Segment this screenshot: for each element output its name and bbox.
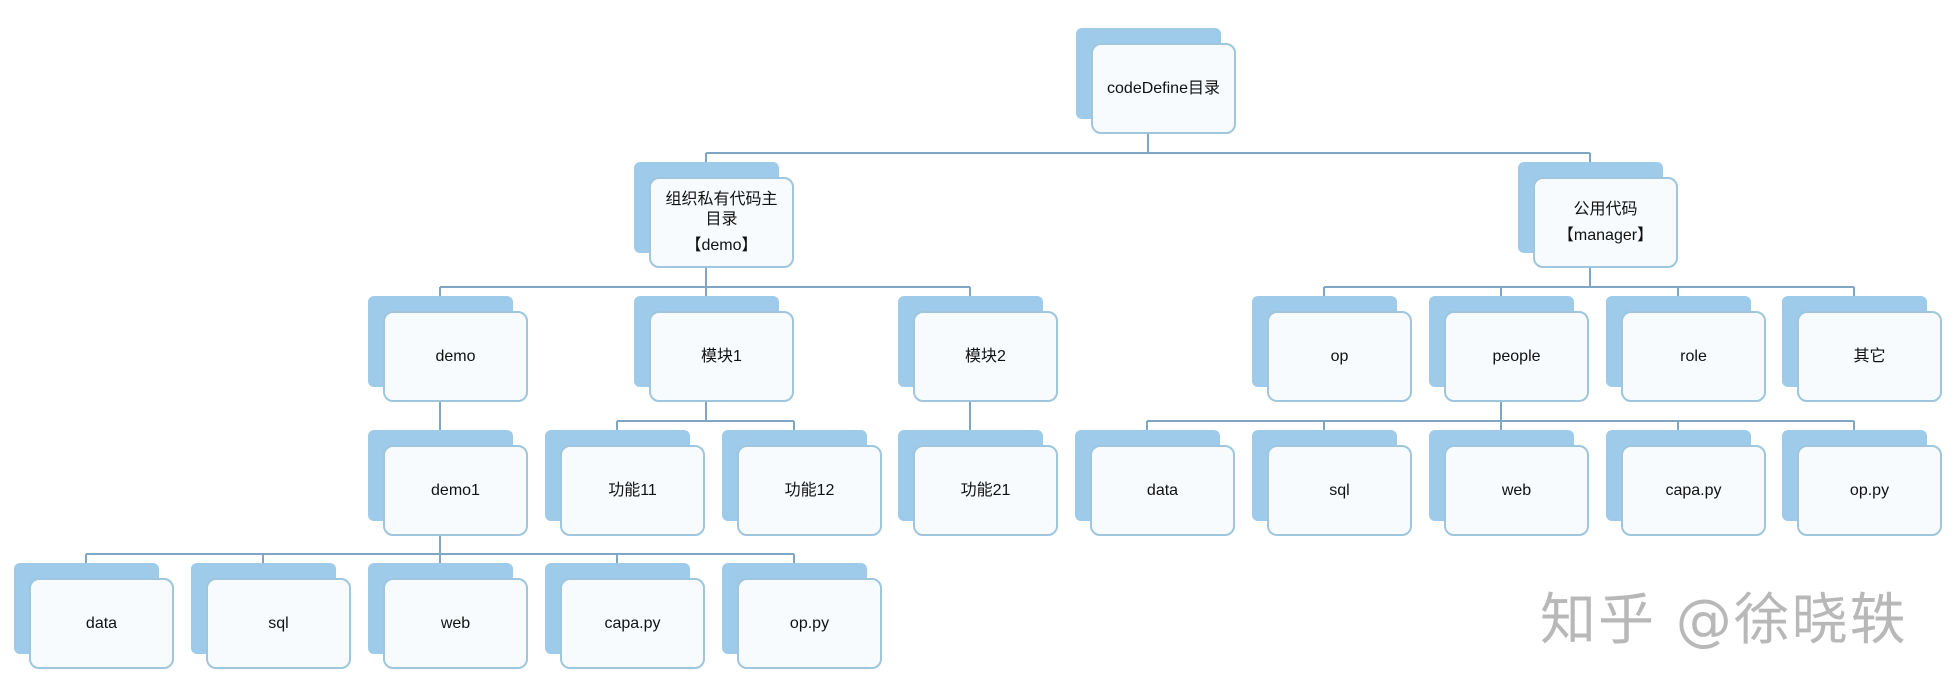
node-demo1-op: op.py (722, 563, 882, 669)
node-people: people (1429, 296, 1589, 402)
node-label: demo (435, 347, 476, 365)
node-people-web: web (1429, 430, 1589, 536)
node-feature21: 功能21 (898, 430, 1058, 536)
node-module2: 模块2 (898, 296, 1058, 402)
node-demo1-web: web (368, 563, 528, 669)
node-box: web (383, 578, 528, 669)
node-label: web (1501, 481, 1532, 499)
node-box: data (1090, 445, 1235, 536)
node-label: op.py (789, 614, 830, 632)
node-label: capa.py (604, 614, 661, 632)
node-label: op.py (1849, 481, 1890, 499)
node-demo1-capa: capa.py (545, 563, 705, 669)
node-people-sql: sql (1252, 430, 1412, 536)
node-op: op (1252, 296, 1412, 402)
node-box: 组织私有代码主 目录 【demo】 (649, 177, 794, 268)
node-label: 其它 (1853, 347, 1886, 365)
node-box: data (29, 578, 174, 669)
node-label: 组织私有代码主 (665, 190, 778, 208)
node-box: 模块2 (913, 311, 1058, 402)
node-feature12: 功能12 (722, 430, 882, 536)
node-demo1-data: data (14, 563, 174, 669)
node-label: web (440, 614, 471, 632)
node-box: 功能11 (560, 445, 705, 536)
node-box: web (1444, 445, 1589, 536)
node-box: 其它 (1797, 311, 1942, 402)
node-label: demo1 (431, 481, 480, 499)
node-people-data: data (1075, 430, 1235, 536)
node-demo1-sql: sql (191, 563, 351, 669)
node-root: codeDefine目录 (1076, 28, 1236, 134)
node-label: 功能11 (608, 481, 657, 499)
node-label: 目录 (705, 210, 738, 228)
node-box: demo1 (383, 445, 528, 536)
node-label: op (1330, 347, 1349, 365)
node-demo1: demo1 (368, 430, 528, 536)
node-box: codeDefine目录 (1091, 43, 1236, 134)
node-box: sql (1267, 445, 1412, 536)
node-other: 其它 (1782, 296, 1942, 402)
node-people-op: op.py (1782, 430, 1942, 536)
node-box: 功能21 (913, 445, 1058, 536)
node-label: 模块1 (701, 347, 742, 365)
node-box: role (1621, 311, 1766, 402)
node-label: codeDefine目录 (1107, 79, 1220, 97)
node-box: people (1444, 311, 1589, 402)
node-demo-branch: 组织私有代码主 目录 【demo】 (634, 162, 794, 268)
node-label: 公用代码 (1573, 200, 1638, 218)
node-box: op.py (737, 578, 882, 669)
node-box: capa.py (560, 578, 705, 669)
node-box: 公用代码 【manager】 (1533, 177, 1678, 268)
node-role: role (1606, 296, 1766, 402)
node-label: sql (268, 614, 289, 632)
node-box: 功能12 (737, 445, 882, 536)
node-demo: demo (368, 296, 528, 402)
node-label: role (1680, 347, 1707, 365)
node-label: sql (1329, 481, 1350, 499)
node-manager-branch: 公用代码 【manager】 (1518, 162, 1678, 268)
node-label: 功能21 (960, 481, 1011, 499)
node-tag: 【demo】 (685, 236, 758, 254)
node-box: 模块1 (649, 311, 794, 402)
node-label: data (1146, 481, 1179, 499)
node-label: 功能12 (784, 481, 835, 499)
node-box: op.py (1797, 445, 1942, 536)
node-label: people (1492, 347, 1541, 365)
node-people-capa: capa.py (1606, 430, 1766, 536)
node-label: data (85, 614, 118, 632)
node-box: demo (383, 311, 528, 402)
node-box: op (1267, 311, 1412, 402)
node-label: capa.py (1665, 481, 1722, 499)
node-feature11: 功能11 (545, 430, 705, 536)
node-box: sql (206, 578, 351, 669)
node-tag: 【manager】 (1557, 226, 1654, 244)
node-label: 模块2 (965, 347, 1006, 365)
node-module1: 模块1 (634, 296, 794, 402)
watermark: 知乎 @徐晓轶 (1540, 588, 1908, 653)
node-box: capa.py (1621, 445, 1766, 536)
